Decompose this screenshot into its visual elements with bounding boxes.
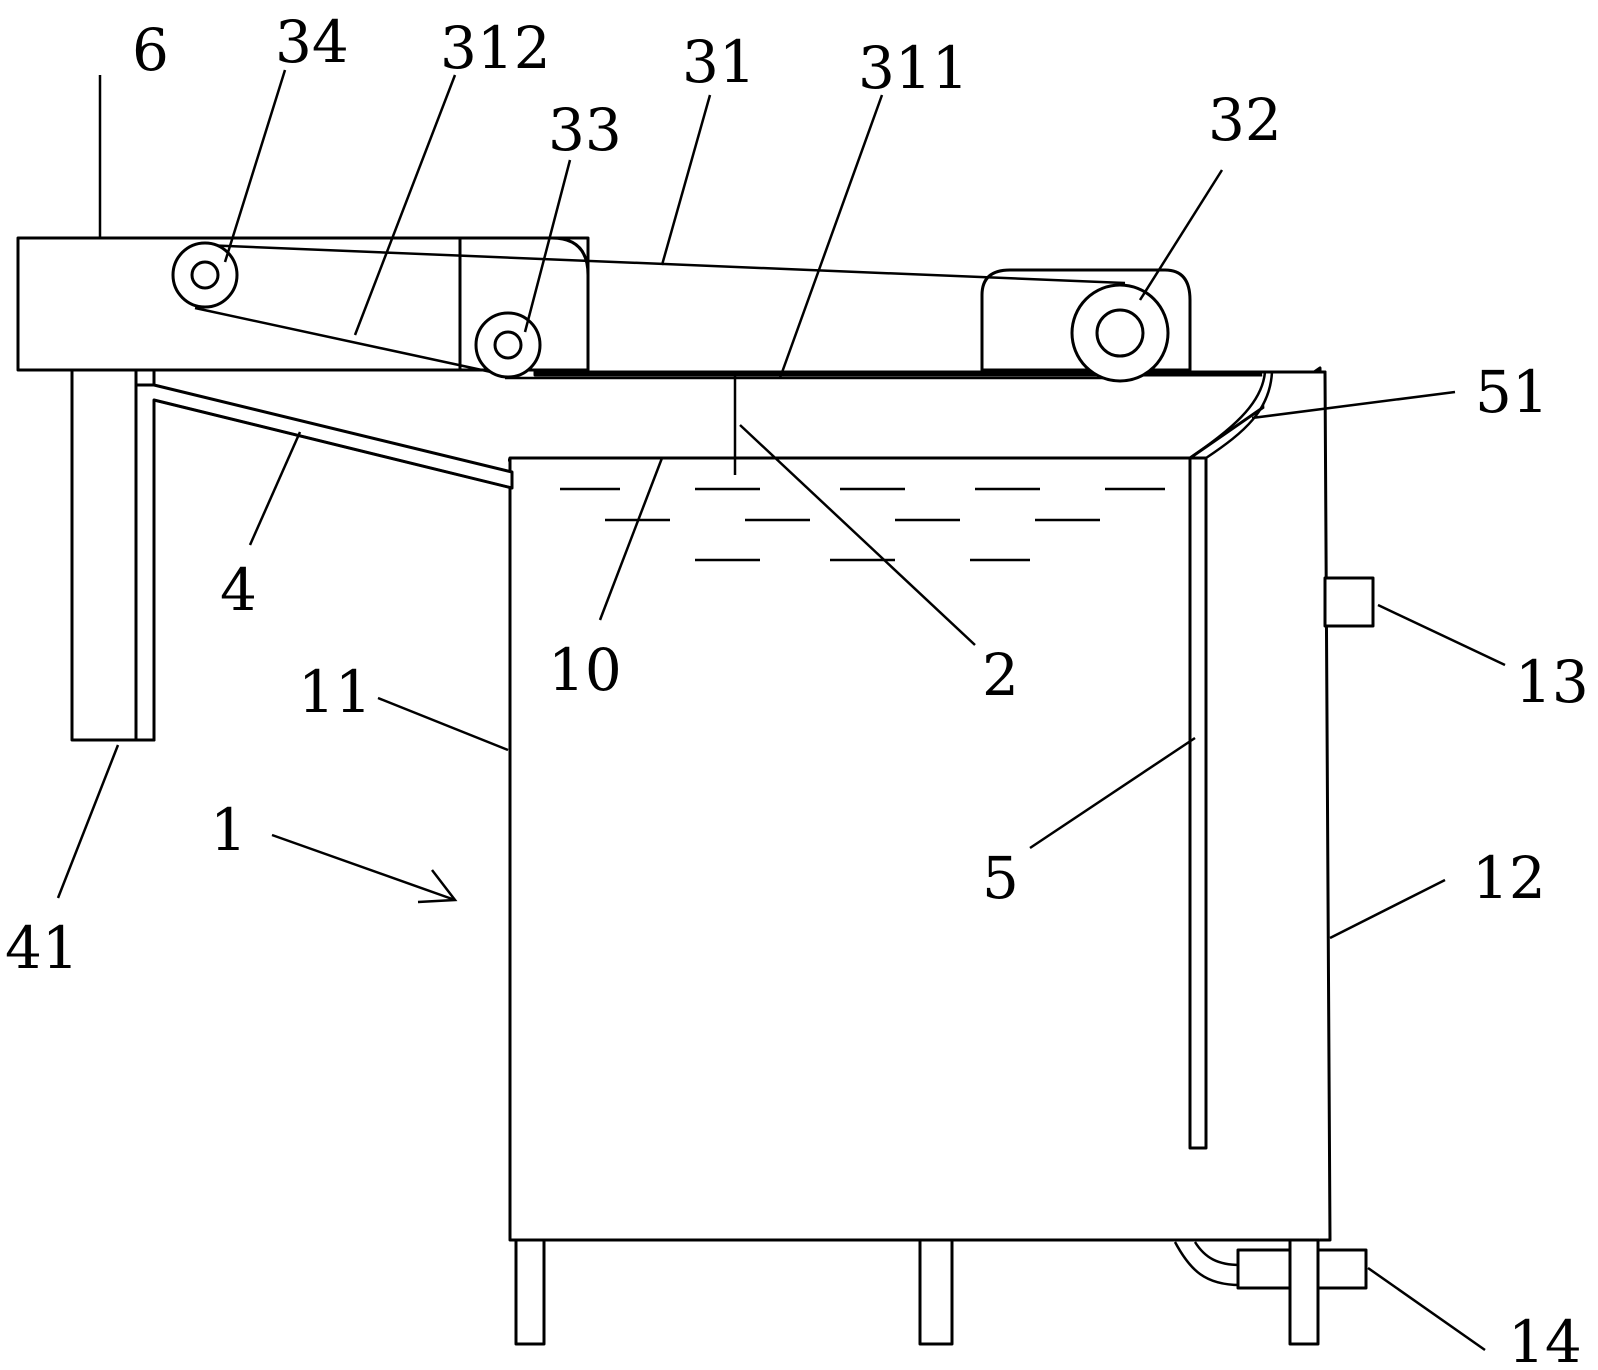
side-outlet-fitting [1323, 576, 1375, 628]
label-6: 6 [132, 16, 169, 84]
arrow-head [417, 869, 458, 904]
tank [508, 366, 1332, 1242]
label-31: 31 [682, 28, 756, 96]
label-11: 11 [298, 658, 372, 726]
leg-left [514, 1238, 546, 1346]
label-14: 14 [1508, 1308, 1582, 1370]
label-1: 1 [210, 796, 247, 864]
frame-column [70, 368, 140, 742]
support-legs [514, 1238, 1320, 1346]
label-51: 51 [1475, 358, 1549, 426]
roller-34 [171, 241, 239, 309]
part-labels: 6 34 312 31 33 311 32 51 4 10 2 13 11 1 … [5, 8, 1589, 1370]
conveyor-belt [194, 243, 1126, 380]
drain-outlet [1316, 1248, 1368, 1290]
baffle-plate-5 [1188, 456, 1208, 1150]
liquid-surface [560, 487, 1165, 562]
label-32: 32 [1208, 86, 1282, 154]
arrow-shaft [271, 833, 456, 902]
tank-right-wall [1262, 370, 1332, 1242]
drain-valve-body [1236, 1248, 1292, 1290]
label-312: 312 [440, 14, 551, 82]
guide-curve-outer [1189, 371, 1267, 460]
label-12: 12 [1472, 844, 1546, 912]
roller-33-hub [493, 330, 523, 360]
drain-elbow-inner [1193, 1241, 1241, 1267]
belt-slope-run [194, 306, 506, 377]
label-2: 2 [982, 641, 1019, 709]
baffle-plate [1188, 371, 1274, 1150]
label-4: 4 [220, 556, 257, 624]
label-311: 311 [858, 34, 969, 102]
tank-top-edge [508, 370, 1327, 462]
leg-right [1288, 1238, 1320, 1346]
roller-32 [1070, 283, 1170, 383]
drain-pipe [1173, 1241, 1368, 1290]
label-10: 10 [548, 636, 622, 704]
guide-curve-inner [1205, 371, 1274, 460]
belt-upper-run [202, 243, 1126, 285]
drain-elbow-outer [1173, 1241, 1241, 1287]
label-41: 41 [5, 914, 79, 982]
chute-lower-edge [153, 398, 513, 490]
roller-32-hub [1095, 308, 1145, 358]
leg-middle [918, 1238, 954, 1346]
label-33: 33 [548, 96, 622, 164]
label-5: 5 [982, 844, 1019, 912]
label-34: 34 [275, 8, 349, 76]
label-13: 13 [1515, 648, 1589, 716]
leader-lines [56, 69, 1506, 1352]
roller-34-hub [190, 260, 220, 290]
roller-33 [474, 311, 542, 379]
